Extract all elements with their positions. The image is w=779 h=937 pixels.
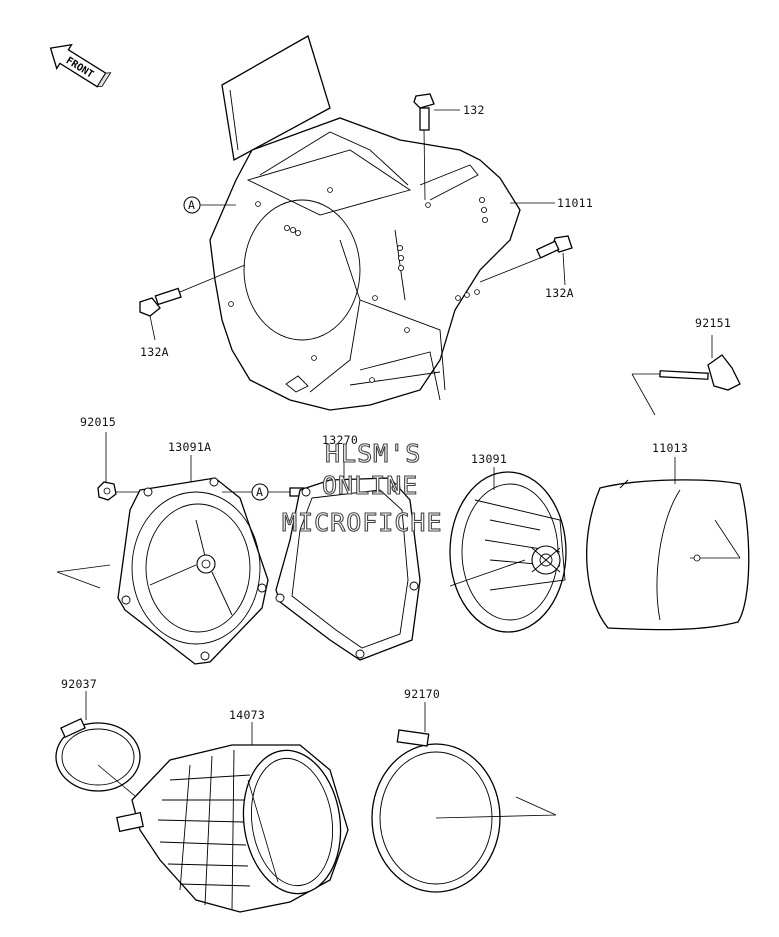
label-11013: 11013	[652, 441, 688, 455]
watermark-line-2: ONLINE	[322, 471, 418, 500]
clamp-92170	[371, 702, 557, 893]
clamp-92037	[55, 691, 141, 797]
watermark-line-3: MICROFICHE	[282, 508, 443, 537]
label-132a-left: 132A	[140, 345, 169, 359]
front-arrow-icon: FRONT	[49, 43, 112, 88]
air-box-case	[209, 35, 521, 411]
bolt-132	[413, 93, 460, 201]
label-13091: 13091	[471, 452, 507, 466]
foam-filter-11013	[586, 457, 750, 631]
filter-holder-13091a	[117, 455, 269, 665]
wing-bolt-92151	[631, 335, 741, 416]
bolt-132a-left	[139, 264, 246, 341]
label-92151: 92151	[695, 316, 731, 330]
watermark: HLSM'S ONLINE MICROFICHE	[281, 438, 443, 537]
bolt-132a-right	[479, 235, 573, 286]
watermark-line-1: HLSM'S	[325, 439, 421, 468]
ref-marker-a-lower: A	[222, 483, 305, 501]
label-13270: 13270	[322, 433, 358, 447]
label-132a-right: 132A	[545, 286, 574, 300]
label-92015: 92015	[80, 415, 116, 429]
air-duct-14073	[116, 722, 349, 913]
gasket-13270	[275, 448, 421, 661]
label-92037: 92037	[61, 677, 97, 691]
label-132: 132	[463, 103, 485, 117]
label-92170: 92170	[404, 687, 440, 701]
svg-text:A: A	[188, 198, 195, 212]
filter-element-13091	[449, 467, 567, 633]
ref-marker-a-upper: A	[183, 196, 236, 214]
label-11011: 11011	[557, 196, 593, 210]
label-13091a: 13091A	[168, 440, 211, 454]
label-14073: 14073	[229, 708, 265, 722]
svg-text:A: A	[256, 485, 263, 499]
nut-92015	[97, 432, 146, 501]
